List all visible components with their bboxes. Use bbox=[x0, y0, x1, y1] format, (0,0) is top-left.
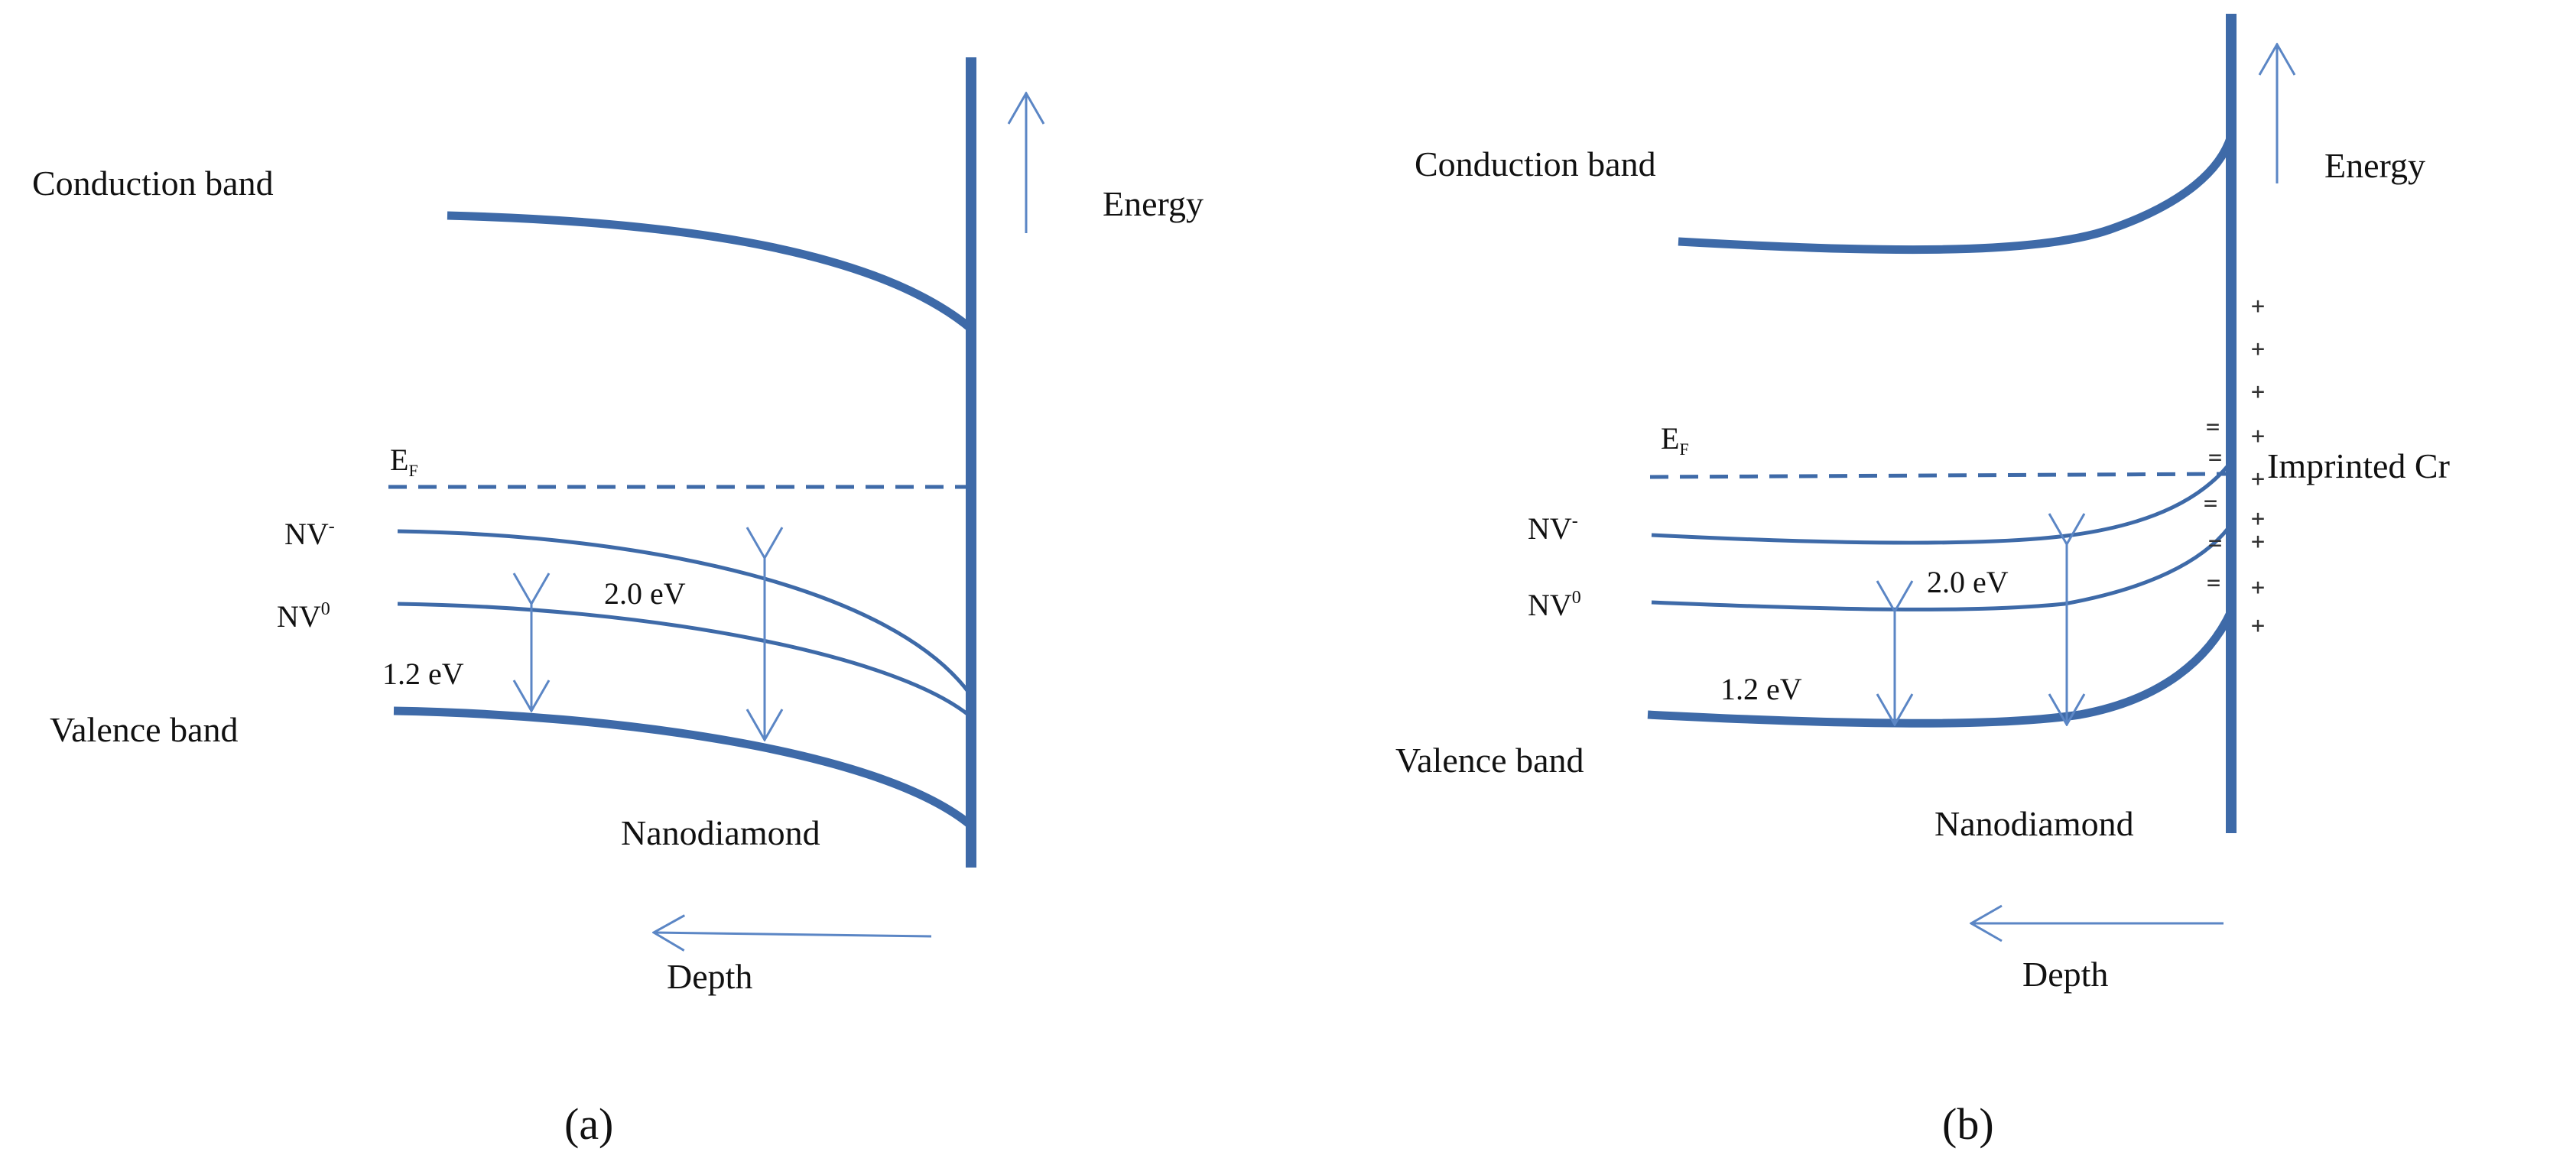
fermi-label-a: EF bbox=[390, 443, 418, 480]
panel-a: Conduction band Valence band Energy Dept… bbox=[32, 57, 1204, 1149]
positive-charge: + bbox=[2251, 612, 2265, 639]
valence-band-label-a: Valence band bbox=[50, 710, 239, 749]
negative-charge: = bbox=[2208, 444, 2222, 471]
gap-small-label-b: 1.2 eV bbox=[1720, 672, 1802, 706]
nv-zero-label-b: NV0 bbox=[1528, 588, 1581, 622]
depth-arrow-a bbox=[654, 933, 932, 936]
panel-b: + + + + + + + + + = = = = = Conduction b… bbox=[1395, 14, 2450, 1149]
positive-charge: + bbox=[2251, 423, 2265, 449]
negative-charge: = bbox=[2204, 490, 2217, 517]
caption-b: (b) bbox=[1942, 1099, 1994, 1149]
negative-charge: = bbox=[2208, 530, 2222, 556]
conduction-band-label-b: Conduction band bbox=[1415, 144, 1656, 183]
nv-minus-label-a: NV- bbox=[284, 517, 335, 551]
positive-charge: + bbox=[2251, 293, 2265, 320]
nv-minus-level-b bbox=[1651, 463, 2230, 545]
energy-label-b: Energy bbox=[2324, 146, 2425, 185]
gap-small-label-a: 1.2 eV bbox=[382, 657, 464, 691]
positive-charges: + + + + + + + + + bbox=[2251, 293, 2265, 639]
nv-zero-level-b bbox=[1651, 526, 2230, 611]
nv-minus-label-b: NV- bbox=[1528, 511, 1578, 546]
energy-label-a: Energy bbox=[1103, 184, 1204, 223]
fermi-level-b bbox=[1649, 472, 2227, 479]
valence-band-curve-a bbox=[393, 706, 974, 829]
positive-charge: + bbox=[2251, 505, 2265, 532]
positive-charge: + bbox=[2251, 465, 2265, 492]
negative-charge: = bbox=[2206, 414, 2220, 440]
depth-label-a: Depth bbox=[667, 957, 752, 996]
conduction-band-label-a: Conduction band bbox=[32, 164, 274, 203]
gap-large-label-b: 2.0 eV bbox=[1927, 565, 2009, 599]
nv-zero-level-a bbox=[397, 602, 973, 718]
positive-charge: + bbox=[2251, 378, 2265, 405]
valence-band-label-b: Valence band bbox=[1395, 741, 1584, 780]
conduction-band-curve-a bbox=[447, 211, 974, 332]
positive-charge: + bbox=[2251, 574, 2265, 601]
positive-charge: + bbox=[2251, 336, 2265, 362]
conduction-band-curve-b bbox=[1678, 135, 2236, 255]
caption-a: (a) bbox=[564, 1099, 613, 1149]
nanodiamond-label-a: Nanodiamond bbox=[621, 813, 820, 852]
nanodiamond-label-b: Nanodiamond bbox=[1934, 804, 2134, 843]
depth-label-b: Depth bbox=[2022, 955, 2108, 994]
negative-charge: = bbox=[2207, 569, 2220, 596]
valence-band-curve-b bbox=[1647, 609, 2235, 728]
imprinted-label-b: Imprinted Cr bbox=[2267, 446, 2450, 485]
positive-charge: + bbox=[2251, 528, 2265, 555]
nv-minus-level-a bbox=[397, 529, 973, 697]
negative-charges: = = = = = bbox=[2204, 414, 2222, 596]
gap-large-label-a: 2.0 eV bbox=[604, 576, 686, 611]
nv-zero-label-a: NV0 bbox=[277, 599, 330, 634]
fermi-label-b: EF bbox=[1661, 421, 1689, 459]
